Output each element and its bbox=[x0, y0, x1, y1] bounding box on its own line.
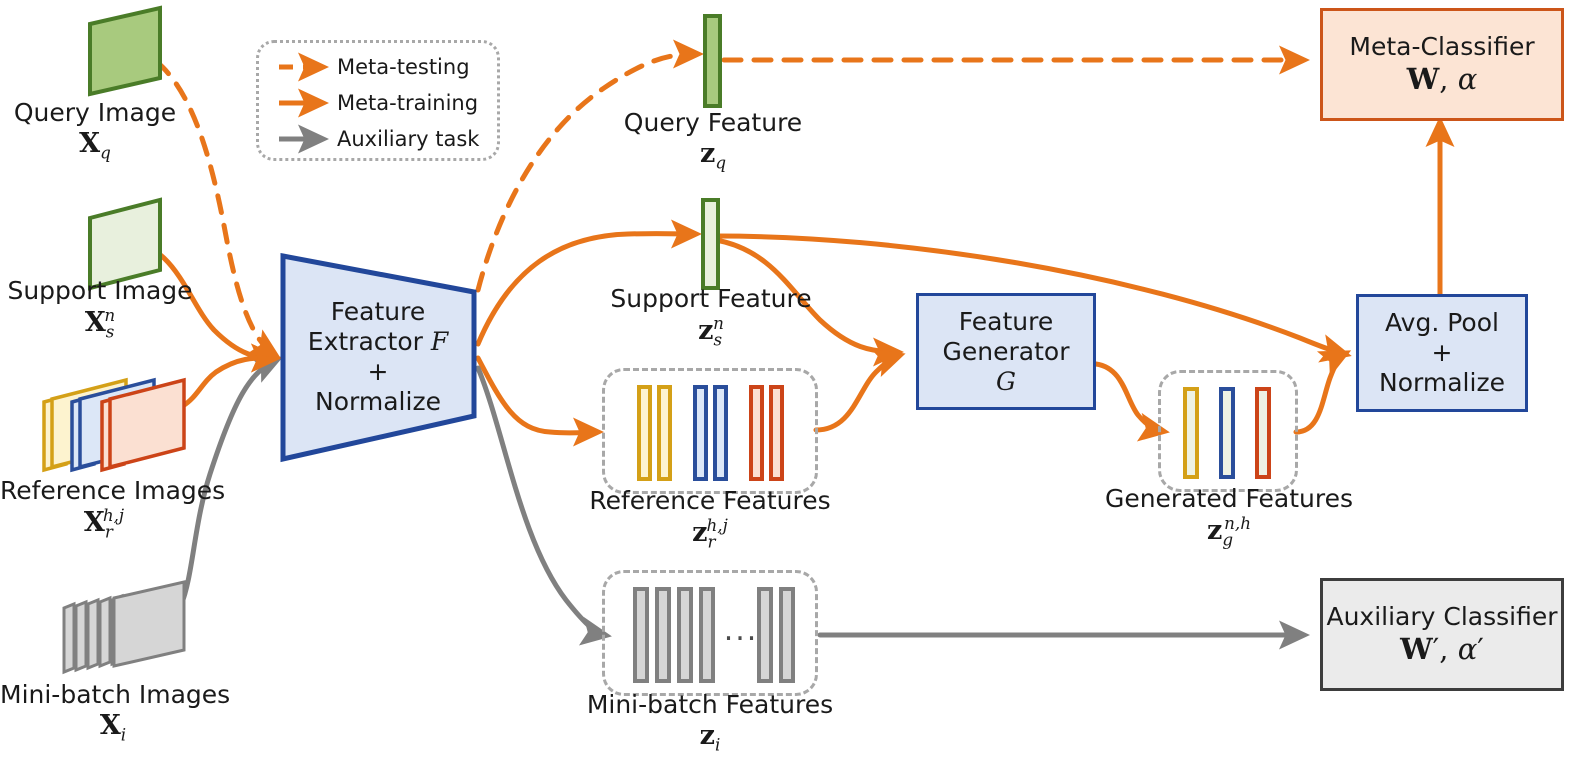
minibatch-feature-bar-5 bbox=[757, 587, 773, 683]
feature-generator-box[interactable]: Feature Generator G bbox=[916, 293, 1096, 410]
avg-pool-box[interactable]: Avg. Pool + Normalize bbox=[1356, 294, 1528, 412]
wire-reference-features-to-generator bbox=[813, 349, 906, 433]
minibatch-feature-bar-1 bbox=[633, 587, 649, 683]
avg-pool-line1: Avg. Pool bbox=[1385, 308, 1499, 337]
feature-extractor-line1: Feature bbox=[330, 297, 426, 326]
query-feature-symbol: zq bbox=[699, 137, 727, 172]
generated-features-label: Generated Features zgn,h bbox=[1098, 484, 1360, 550]
query-feature-bar bbox=[703, 14, 722, 108]
feature-generator-line1: Feature bbox=[958, 306, 1054, 336]
reference-images-label: Reference Images Xrh,j bbox=[0, 476, 226, 542]
reference-images-name: Reference Images bbox=[0, 476, 226, 505]
reference-features-label: Reference Features zrh,j bbox=[576, 486, 844, 552]
minibatch-features-name: Mini-batch Features bbox=[586, 690, 834, 719]
minibatch-feature-bar-3 bbox=[677, 587, 693, 683]
meta-classifier-symbols: W, α bbox=[1406, 62, 1478, 97]
generated-feature-bar-1 bbox=[1183, 387, 1199, 479]
reference-feature-bar-1 bbox=[637, 385, 652, 481]
legend-label-auxiliary-task: Auxiliary task bbox=[337, 127, 480, 151]
avg-pool-line3: Normalize bbox=[1379, 368, 1505, 397]
query-image-symbol: Xq bbox=[79, 127, 111, 162]
auxiliary-classifier-box[interactable]: Auxiliary Classifier W′, α′ bbox=[1320, 578, 1564, 691]
minibatch-feature-bar-6 bbox=[779, 587, 795, 683]
minibatch-features-label: Mini-batch Features zi bbox=[576, 690, 844, 755]
query-image-label: Query Image Xq bbox=[0, 98, 190, 163]
legend-box: Meta-testing Meta-training Auxiliary tas… bbox=[256, 40, 500, 161]
reference-feature-bar-6 bbox=[769, 385, 784, 481]
reference-features-name: Reference Features bbox=[589, 486, 831, 515]
reference-feature-bar-5 bbox=[749, 385, 764, 481]
query-image-shape bbox=[88, 5, 162, 97]
legend-label-meta-training: Meta-training bbox=[337, 91, 479, 115]
generated-feature-bar-2 bbox=[1219, 387, 1235, 479]
auxiliary-classifier-symbols: W′, α′ bbox=[1400, 632, 1484, 667]
avg-pool-line2: + bbox=[1431, 338, 1453, 367]
reference-features-symbol: zrh,j bbox=[692, 514, 728, 551]
support-feature-symbol: zsn bbox=[698, 312, 724, 349]
wire-extractor-to-reference-features bbox=[475, 355, 605, 447]
feature-extractor-line2: Extractor F bbox=[307, 327, 449, 356]
support-image-label: Support Image Xsn bbox=[0, 276, 200, 342]
reference-features-group bbox=[602, 368, 818, 494]
minibatch-images-stack bbox=[62, 580, 186, 675]
minibatch-images-label: Mini-batch Images Xi bbox=[0, 680, 231, 745]
generated-feature-bar-3 bbox=[1255, 387, 1271, 479]
query-feature-label: Query Feature zq bbox=[600, 108, 826, 173]
legend-arrows bbox=[279, 52, 330, 154]
wire-generator-to-generated-features bbox=[1093, 361, 1170, 442]
legend-label-meta-testing: Meta-testing bbox=[337, 55, 470, 79]
minibatch-feature-bar-4 bbox=[699, 587, 715, 683]
support-feature-label: Support Feature zsn bbox=[588, 284, 834, 350]
feature-extractor-line3: + bbox=[367, 357, 389, 386]
feature-extractor-line4: Normalize bbox=[315, 387, 441, 416]
minibatch-feature-bar-2 bbox=[655, 587, 671, 683]
support-image-name: Support Image bbox=[7, 276, 193, 305]
minibatch-images-symbol: Xi bbox=[99, 709, 127, 744]
generated-features-symbol: zgn,h bbox=[1207, 512, 1251, 549]
support-image-symbol: Xsn bbox=[84, 304, 116, 341]
reference-images-stack bbox=[42, 377, 186, 473]
support-feature-name: Support Feature bbox=[610, 284, 812, 313]
reference-feature-bar-3 bbox=[693, 385, 708, 481]
auxiliary-classifier-line1: Auxiliary Classifier bbox=[1326, 602, 1558, 632]
reference-feature-bar-4 bbox=[713, 385, 728, 481]
feature-extractor-box[interactable]: Feature Extractor F + Normalize bbox=[282, 268, 474, 446]
feature-generator-line2: Generator bbox=[942, 336, 1070, 366]
feature-extractor-shape[interactable] bbox=[278, 250, 488, 465]
generated-features-group bbox=[1158, 370, 1298, 492]
support-image-shape bbox=[88, 197, 162, 291]
feature-generator-line3: G bbox=[996, 366, 1016, 396]
query-image-name: Query Image bbox=[13, 98, 177, 127]
generated-features-name: Generated Features bbox=[1104, 484, 1354, 513]
support-feature-bar bbox=[701, 198, 720, 290]
reference-images-symbol: Xrh,j bbox=[83, 504, 125, 541]
minibatch-features-group: ... bbox=[602, 570, 818, 696]
reference-feature-bar-2 bbox=[657, 385, 672, 481]
query-feature-name: Query Feature bbox=[623, 108, 803, 137]
minibatch-features-symbol: zi bbox=[699, 719, 721, 754]
wire-generated-features-to-avgpool bbox=[1293, 350, 1352, 435]
meta-classifier-box[interactable]: Meta-Classifier W, α bbox=[1320, 8, 1564, 121]
meta-classifier-line1: Meta-Classifier bbox=[1349, 32, 1535, 62]
minibatch-images-name: Mini-batch Images bbox=[0, 680, 231, 709]
minibatch-features-ellipsis: ... bbox=[723, 613, 759, 648]
